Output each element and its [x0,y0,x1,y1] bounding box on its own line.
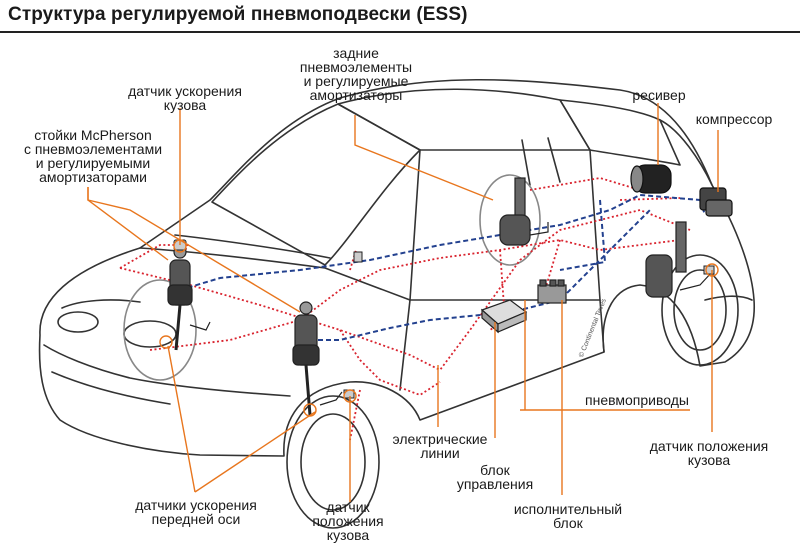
title-rule [0,31,800,33]
label-pneumatic-drives: пневмоприводы [585,392,689,408]
front-left-wheel-icon [123,279,197,381]
page-title: Структура регулируемой пневмоподвески (E… [8,4,468,25]
valve-block-icon [537,279,567,304]
rear-right-wheel-icon [661,254,739,366]
compressor-unit-icon [699,187,733,217]
rear-left-strut-icon [499,177,549,246]
label-receiver: ресивер [632,87,686,103]
control-unit-box-icon [480,299,528,334]
rear-left-wheel-icon [479,174,541,266]
front-right-wheel-icon [286,395,380,529]
pneumatic-lines [179,193,706,341]
front-right-strut-icon [292,301,343,416]
rear-right-strut-icon [645,221,713,298]
front-left-strut-icon [167,245,211,351]
receiver-tank-icon [630,164,672,194]
label-compressor: компрессор [695,111,773,127]
leader-lines [87,103,719,502]
